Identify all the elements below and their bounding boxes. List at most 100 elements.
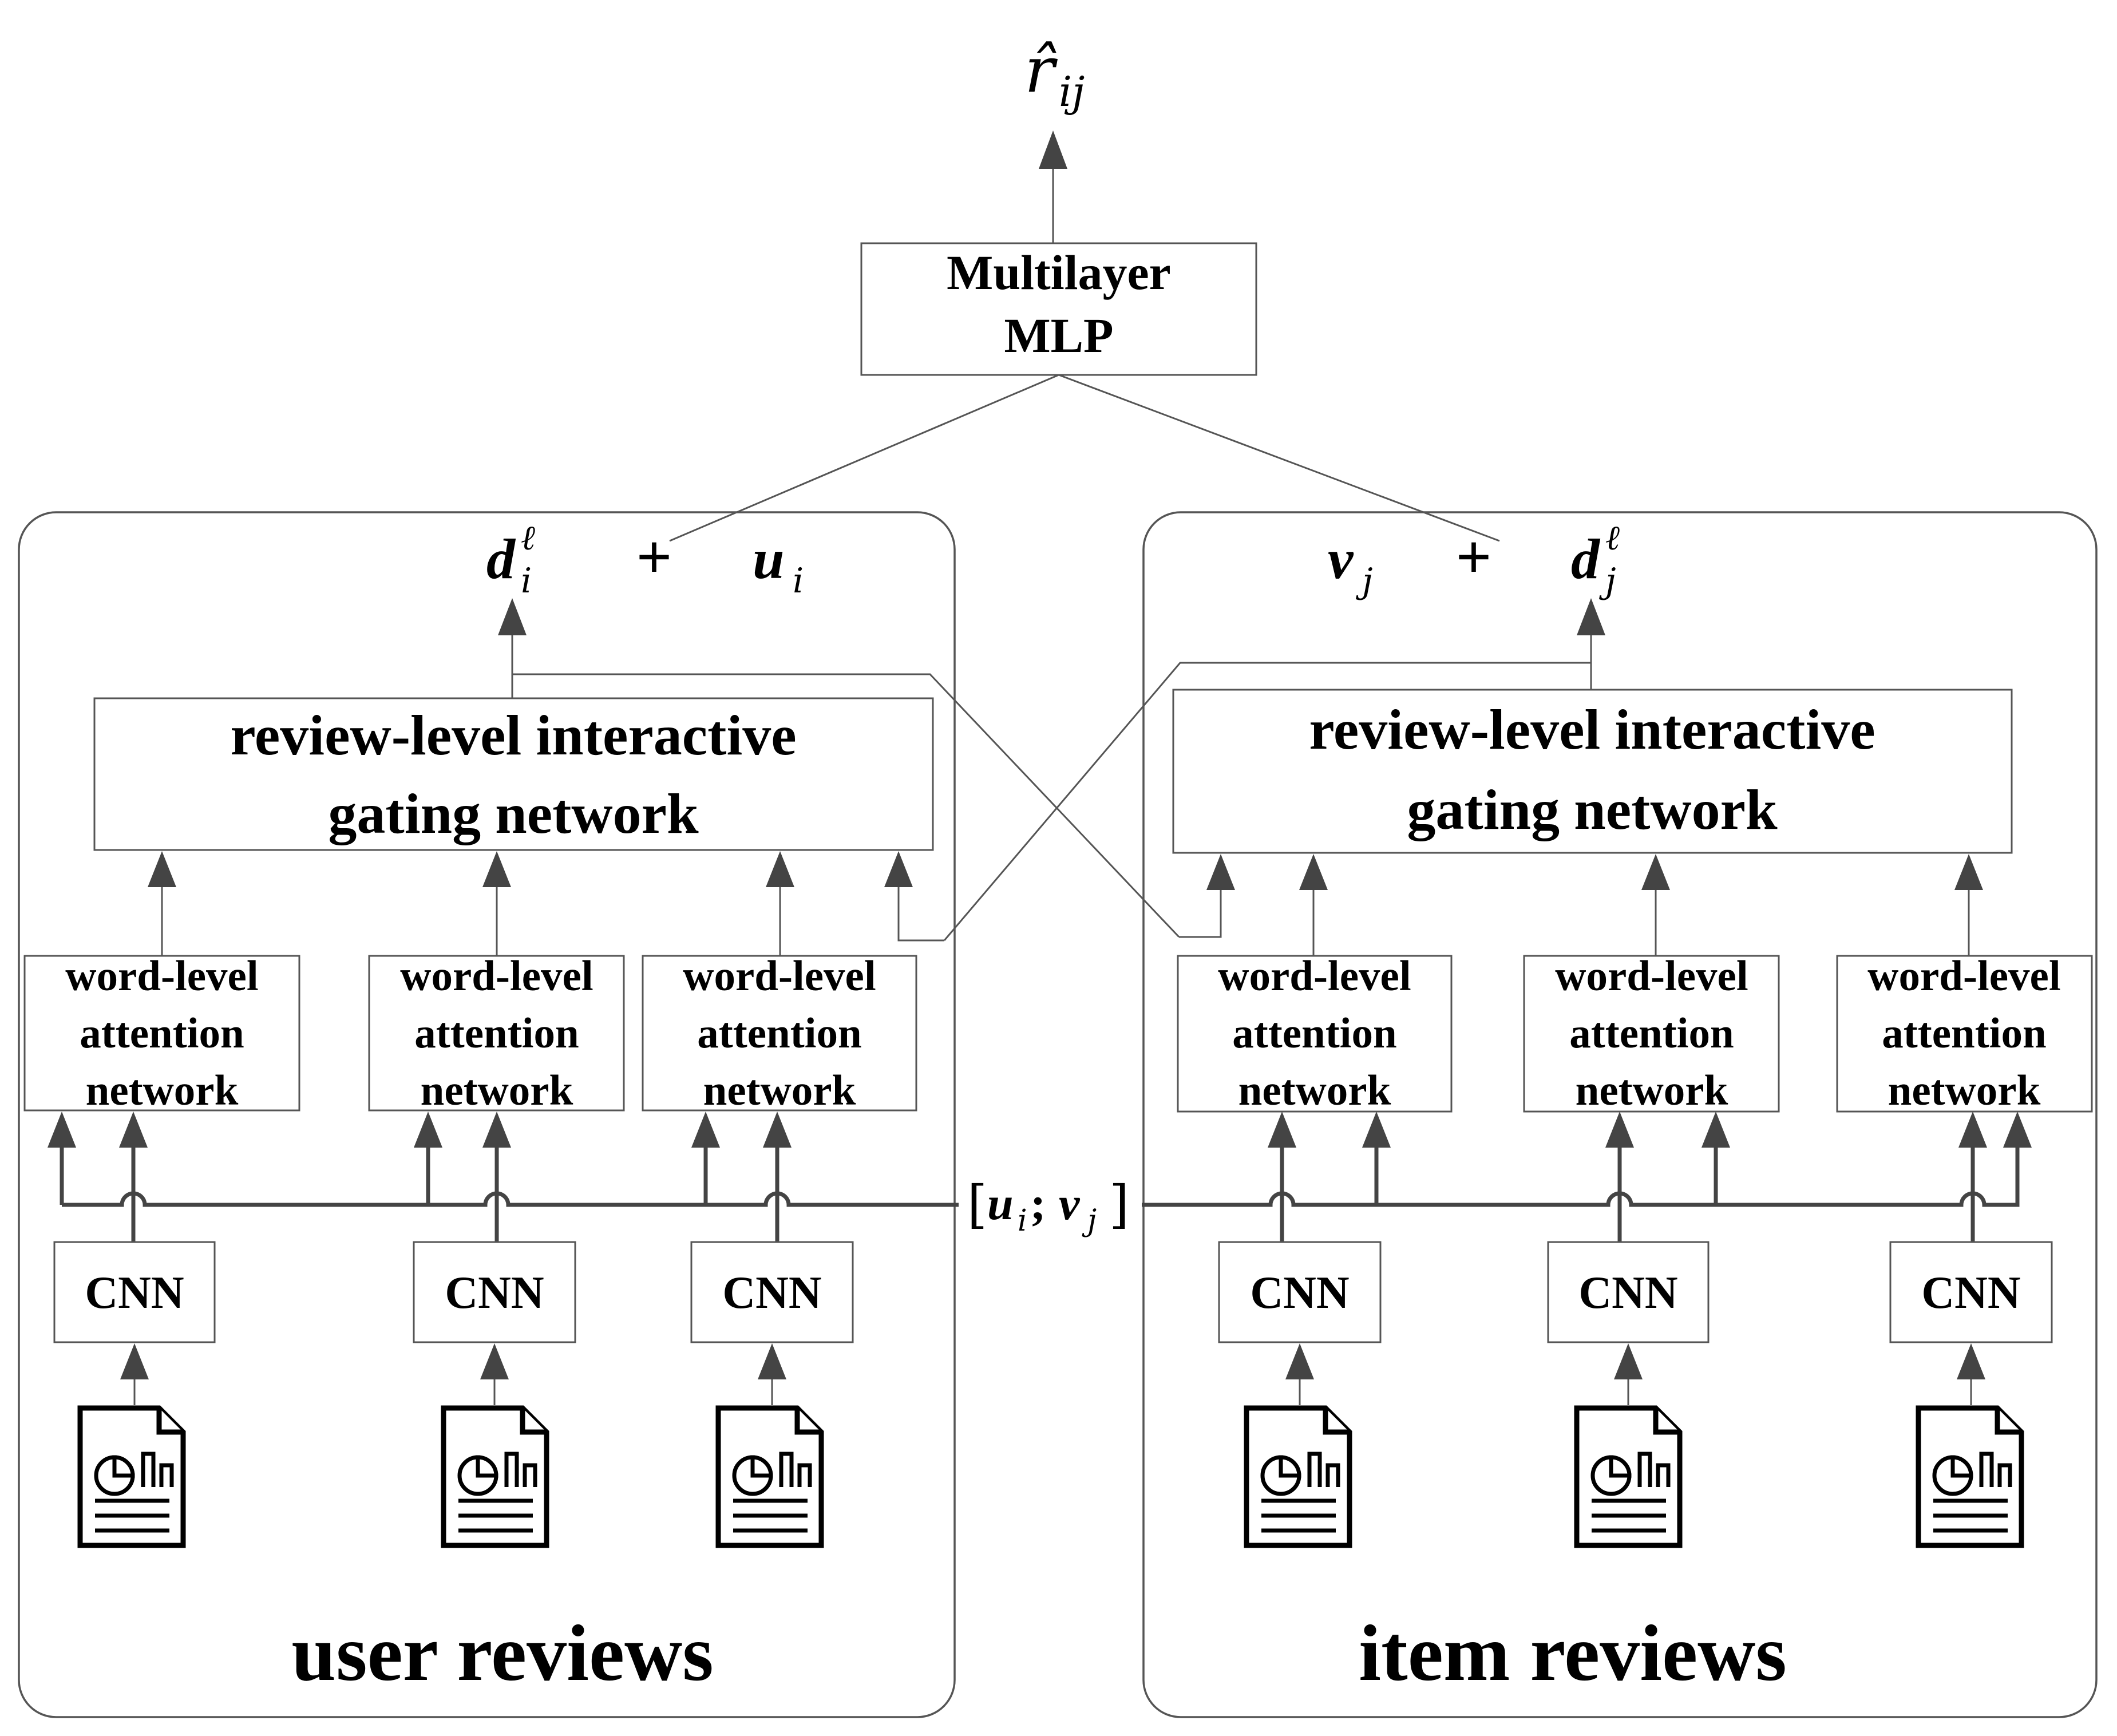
concat-open-bracket: [ (967, 1175, 987, 1235)
user-cnn-box-3 (690, 1241, 854, 1343)
item-d-superscript: ℓ (1605, 518, 1620, 558)
user-plus-sign: + (636, 522, 672, 592)
user-d-subscript: i (521, 561, 532, 601)
user-att3-line1: word-level (683, 952, 876, 1000)
document-chart-icon (1577, 1408, 1680, 1545)
concat-close-bracket: ] (1109, 1175, 1129, 1235)
item-att3-line1: word-level (1867, 952, 2060, 1000)
item-cross-input-arrowhead (1206, 854, 1235, 890)
user-doc-arrows (120, 1343, 786, 1405)
prediction-label: r̂ ij (1024, 33, 1085, 116)
item-cnn-box-2 (1547, 1241, 1710, 1343)
user-att2-arrowhead (482, 851, 511, 887)
user-attention-box-1 (23, 955, 300, 1112)
user-gate-line2: gating network (328, 782, 699, 845)
item-cnn-box-3 (1889, 1241, 2053, 1343)
user-att1-line1: word-level (65, 952, 258, 1000)
prediction-subscript: ij (1059, 68, 1085, 116)
user-cnn-label-2: CNN (445, 1268, 544, 1318)
user-att2-line3: network (421, 1067, 573, 1114)
item-panel-title: item reviews (1359, 1609, 1787, 1698)
user-u-symbol: u (753, 527, 785, 591)
item-doc-arrows (1285, 1343, 1985, 1405)
item-doc-embedding-label: d ℓ j (1571, 518, 1620, 601)
output-arrowhead (1039, 131, 1067, 169)
user-panel: d ℓ i + u i review-level interactive gat… (18, 511, 956, 1718)
concat-label: [ u i ; v j ] (967, 1175, 1129, 1238)
user-bus-arrows (48, 1112, 792, 1242)
user-gate-line1: review-level interactive (230, 703, 796, 767)
item-att1-arrowhead (1299, 854, 1328, 890)
user-to-item-cross-line (512, 673, 1180, 938)
item-v-subscript: j (1356, 561, 1373, 601)
user-attention-box-3 (642, 955, 917, 1112)
user-gating-network-box (93, 697, 934, 851)
user-d-symbol: d (486, 527, 516, 591)
item-attention-box-3 (1836, 955, 2093, 1113)
user-panel-title: user reviews (291, 1609, 713, 1698)
item-bus-line (1142, 1191, 2017, 1207)
item-attention-box-2 (1523, 955, 1780, 1113)
concat-separator: ; (1030, 1177, 1046, 1229)
item-cnn-label-3: CNN (1921, 1268, 2020, 1318)
user-u-subscript: i (793, 561, 804, 601)
user-att2-line1: word-level (400, 952, 593, 1000)
item-d-symbol: d (1571, 527, 1601, 591)
item-att3-line3: network (1888, 1067, 2041, 1114)
item-vector-label: v j (1328, 527, 1373, 601)
user-att3-line2: attention (697, 1010, 861, 1057)
document-chart-icon (1918, 1408, 2021, 1545)
item-att1-line3: network (1238, 1067, 1391, 1114)
item-att1-line2: attention (1232, 1010, 1396, 1057)
user-att3-line3: network (703, 1067, 856, 1114)
mlp-line2: MLP (1004, 308, 1113, 363)
document-chart-icon (444, 1408, 547, 1545)
user-cnn-box-2 (413, 1241, 576, 1343)
item-cnn-box-1 (1218, 1241, 1382, 1343)
item-plus-sign: + (1456, 522, 1492, 592)
item-att1-line1: word-level (1218, 952, 1411, 1000)
item-att2-arrowhead (1641, 854, 1670, 890)
user-att1-line3: network (86, 1067, 239, 1114)
item-gate-line2: gating network (1407, 778, 1778, 841)
item-d-subscript: j (1599, 561, 1616, 601)
user-att1-arrowhead (148, 851, 176, 887)
concat-v-symbol: v (1059, 1177, 1081, 1229)
item-att2-line2: attention (1569, 1010, 1734, 1057)
item-cnn-label-1: CNN (1250, 1268, 1349, 1318)
item-att3-arrowhead (1954, 854, 1983, 890)
user-att3-arrowhead (766, 851, 794, 887)
item-panel-frame (1142, 511, 2098, 1718)
user-gate-output-arrowhead (498, 598, 527, 635)
user-vector-label: u i (753, 527, 804, 601)
item-att2-line1: word-level (1555, 952, 1748, 1000)
mlp-to-user-line (669, 374, 1059, 542)
user-cnn-label-1: CNN (85, 1268, 184, 1318)
item-att2-line3: network (1576, 1067, 1728, 1114)
item-panel: v j + d ℓ j review-level interactive gat… (1142, 511, 2098, 1718)
item-cross-input-line (1179, 884, 1222, 938)
user-att2-line2: attention (414, 1010, 579, 1057)
item-gate-line1: review-level interactive (1309, 698, 1875, 761)
document-chart-icon (80, 1408, 183, 1545)
concat-u-subscript: i (1018, 1204, 1027, 1238)
user-panel-frame (18, 511, 956, 1718)
item-attention-box-1 (1177, 955, 1453, 1113)
mlp-to-item-line (1058, 374, 1500, 542)
user-attention-box-2 (368, 955, 625, 1112)
concat-v-subscript: j (1082, 1204, 1097, 1238)
user-att1-line2: attention (80, 1010, 244, 1057)
document-chart-icon (1247, 1408, 1350, 1545)
user-cross-input-line (897, 881, 944, 942)
user-cross-input-arrowhead (884, 851, 913, 887)
user-bus-line (62, 1191, 959, 1207)
document-chart-icon (718, 1408, 821, 1545)
item-cnn-label-2: CNN (1578, 1268, 1677, 1318)
user-cnn-box-1 (53, 1241, 216, 1343)
item-gating-network-box (1172, 689, 2013, 854)
item-bus-arrows (1268, 1112, 2032, 1242)
user-d-superscript: ℓ (521, 518, 535, 558)
concat-u-symbol: u (987, 1177, 1014, 1229)
item-att3-line2: attention (1882, 1010, 2046, 1057)
